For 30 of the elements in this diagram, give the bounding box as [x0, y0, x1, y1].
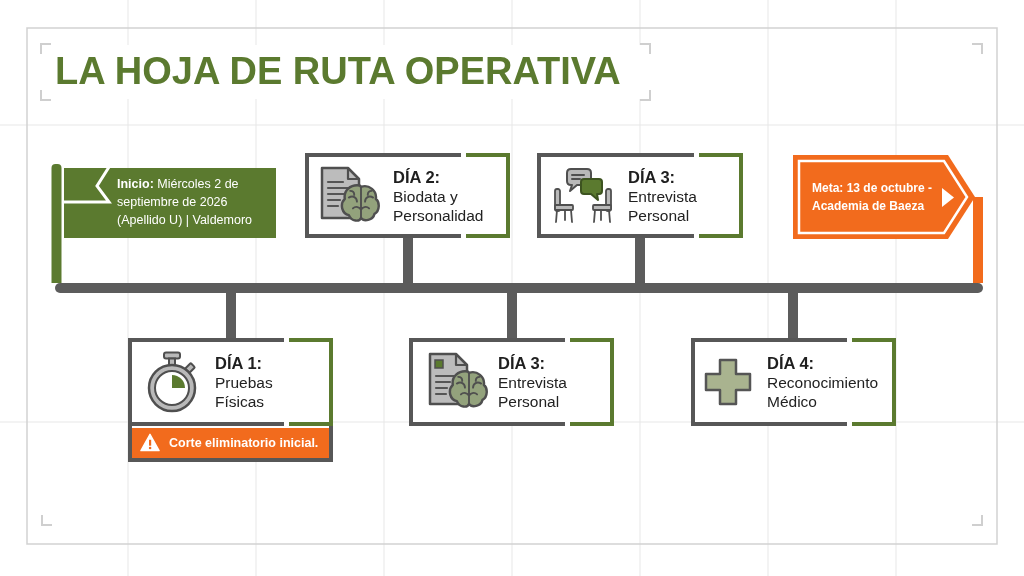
warning-banner [132, 428, 329, 458]
timeline-card [409, 338, 614, 426]
warning-text: Corte eliminatorio inicial. [169, 435, 319, 451]
timeline-bar [55, 283, 983, 293]
step-description: Biodata y Personalidad [393, 186, 485, 225]
connector-line [403, 238, 413, 283]
timeline-card [305, 153, 510, 238]
step-description: Reconocimiento Médico [767, 373, 880, 411]
connector-line [507, 293, 517, 338]
step-title: DÍA 3: [628, 166, 676, 187]
step-description: Pruebas Físicas [215, 373, 274, 411]
start-flag [50, 163, 278, 240]
diagram-title: LA HOJA DE RUTA OPERATIVA [55, 52, 621, 90]
connector-line [635, 238, 645, 283]
connector-line [226, 293, 236, 338]
connector-line [973, 240, 983, 283]
goal-flag [793, 154, 985, 240]
connector-line [51, 240, 62, 283]
step-description: Entrevista Personal [498, 373, 568, 411]
timeline-card [537, 153, 743, 238]
connector-line [788, 293, 798, 338]
timeline-card [128, 338, 333, 462]
flag-text: Meta: 13 de octubre - Academia de Baeza [812, 180, 934, 215]
step-title: DÍA 2: [393, 166, 441, 187]
timeline-card [691, 338, 896, 426]
step-title: DÍA 3: [498, 353, 546, 373]
step-title: DÍA 4: [767, 353, 815, 373]
step-title: DÍA 1: [215, 353, 263, 373]
step-description: Entrevista Personal [628, 186, 698, 225]
flag-text: Inicio: Miércoles 2 de septiembre de 2026 (Apellido U) | Valdemoro [117, 175, 254, 229]
